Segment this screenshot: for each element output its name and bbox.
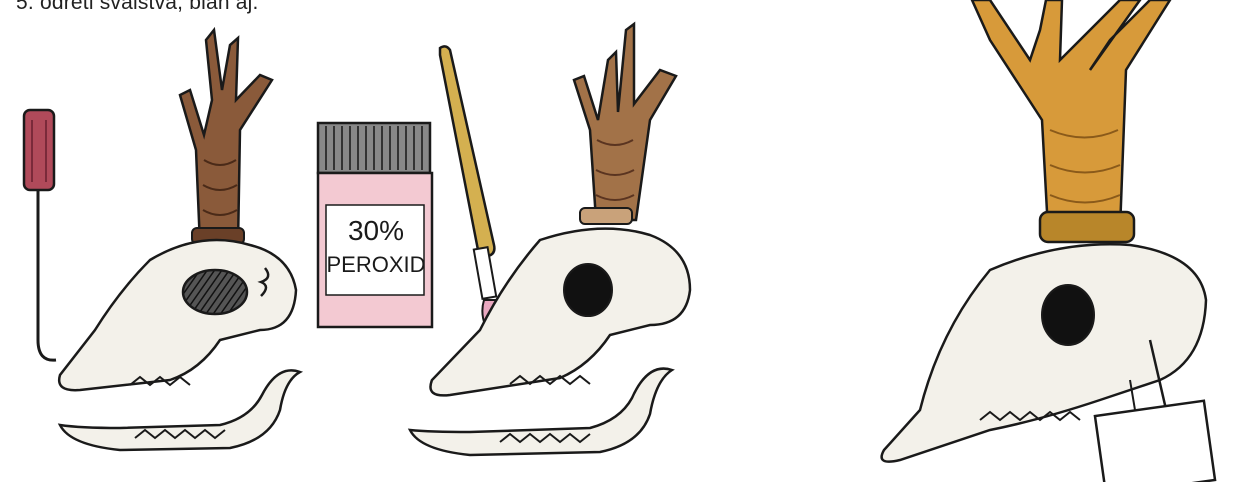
dissection-tool-icon <box>24 110 56 360</box>
roe-deer-skull-left <box>59 30 300 450</box>
bottle-label-percent: 30% <box>348 215 404 246</box>
bottle-label-name: PEROXID <box>326 252 425 277</box>
roe-deer-skull-mounted <box>882 0 1215 482</box>
paintbrush-icon <box>440 46 505 340</box>
